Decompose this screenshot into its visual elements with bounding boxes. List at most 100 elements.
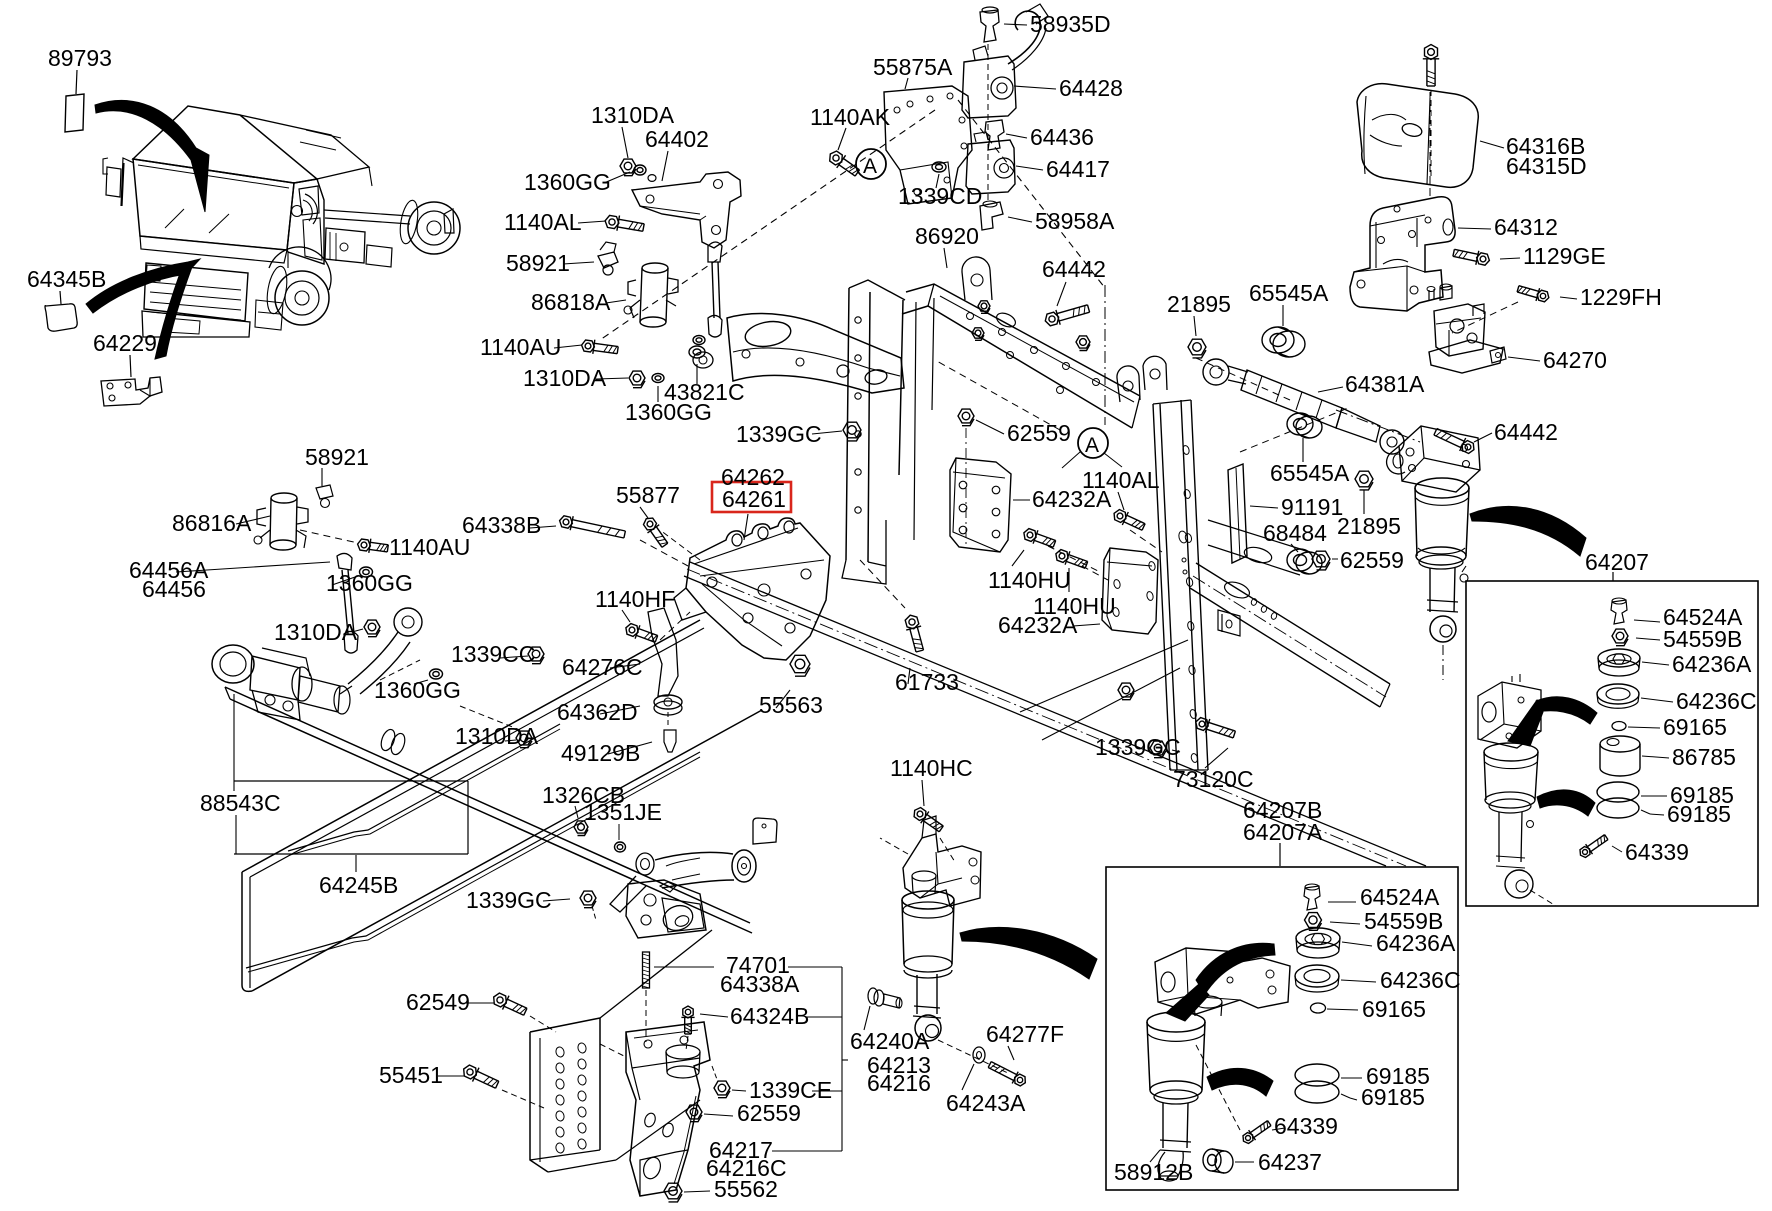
svg-text:88543C: 88543C	[200, 790, 281, 816]
svg-text:86816A: 86816A	[172, 510, 252, 536]
svg-text:86785: 86785	[1672, 744, 1736, 770]
svg-text:43821C: 43821C	[664, 379, 745, 405]
svg-text:1326CB: 1326CB	[542, 782, 625, 808]
svg-text:62559: 62559	[1007, 420, 1071, 446]
svg-text:64207A: 64207A	[1243, 819, 1323, 845]
svg-text:1360GG: 1360GG	[625, 399, 712, 425]
svg-text:64207: 64207	[1585, 549, 1649, 575]
svg-text:69185: 69185	[1366, 1063, 1430, 1089]
svg-text:1360GG: 1360GG	[326, 570, 413, 596]
svg-text:86818A: 86818A	[531, 289, 611, 315]
svg-text:65545A: 65545A	[1270, 460, 1350, 486]
svg-text:64339: 64339	[1625, 839, 1689, 865]
svg-text:69165: 69165	[1362, 996, 1426, 1022]
svg-text:89793: 89793	[48, 45, 112, 71]
svg-text:64236C: 64236C	[1380, 967, 1461, 993]
svg-text:64442: 64442	[1042, 256, 1106, 282]
svg-text:A: A	[1085, 434, 1099, 457]
svg-text:1339GC: 1339GC	[1095, 734, 1181, 760]
svg-text:1310DA: 1310DA	[591, 102, 675, 128]
svg-text:64402: 64402	[645, 126, 709, 152]
svg-text:55562: 55562	[714, 1176, 778, 1202]
svg-text:64232A: 64232A	[1032, 486, 1112, 512]
svg-text:1339CE: 1339CE	[749, 1077, 832, 1103]
svg-text:21895: 21895	[1337, 513, 1401, 539]
svg-text:64524A: 64524A	[1360, 884, 1440, 910]
svg-text:64236A: 64236A	[1672, 651, 1752, 677]
svg-text:64338A: 64338A	[720, 971, 800, 997]
svg-text:55563: 55563	[759, 692, 823, 718]
svg-text:64456A: 64456A	[129, 557, 209, 583]
svg-text:1140AU: 1140AU	[480, 334, 561, 360]
svg-text:69185: 69185	[1670, 782, 1734, 808]
svg-text:64229: 64229	[93, 330, 157, 356]
svg-text:1339CD: 1339CD	[898, 183, 982, 209]
svg-text:64245B: 64245B	[319, 872, 398, 898]
svg-text:91191: 91191	[1281, 494, 1343, 520]
svg-text:64213: 64213	[867, 1052, 931, 1078]
svg-text:21895: 21895	[1167, 291, 1231, 317]
svg-text:64237: 64237	[1258, 1149, 1322, 1175]
svg-text:64216C: 64216C	[706, 1155, 787, 1181]
svg-text:1129GE: 1129GE	[1523, 243, 1606, 269]
svg-text:69185: 69185	[1361, 1084, 1425, 1110]
svg-text:62549: 62549	[406, 989, 470, 1015]
svg-text:58958A: 58958A	[1035, 208, 1115, 234]
svg-text:58921: 58921	[506, 250, 570, 276]
svg-text:64338B: 64338B	[462, 512, 541, 538]
svg-text:54559B: 54559B	[1364, 908, 1443, 934]
svg-text:1140AL: 1140AL	[1082, 467, 1160, 493]
svg-text:1140HU: 1140HU	[988, 567, 1071, 593]
svg-text:64207B: 64207B	[1243, 797, 1322, 823]
svg-text:64436: 64436	[1030, 124, 1094, 150]
svg-text:68484: 68484	[1263, 520, 1327, 546]
svg-text:64217: 64217	[709, 1137, 773, 1163]
svg-text:64381A: 64381A	[1345, 371, 1425, 397]
svg-text:64216: 64216	[867, 1070, 931, 1096]
svg-text:64232A: 64232A	[998, 612, 1078, 638]
svg-text:64236C: 64236C	[1676, 688, 1757, 714]
svg-text:49129B: 49129B	[561, 740, 640, 766]
svg-text:61733: 61733	[895, 669, 959, 695]
svg-text:1140HC: 1140HC	[890, 755, 973, 781]
svg-text:1140AL: 1140AL	[504, 209, 582, 235]
svg-text:54559B: 54559B	[1663, 626, 1742, 652]
svg-text:1140HF: 1140HF	[595, 586, 675, 612]
svg-text:58912B: 58912B	[1114, 1159, 1193, 1185]
svg-text:1339GC: 1339GC	[736, 421, 822, 447]
svg-text:64428: 64428	[1059, 75, 1123, 101]
svg-text:55877: 55877	[616, 482, 680, 508]
svg-text:86920: 86920	[915, 223, 979, 249]
svg-text:64262: 64262	[721, 464, 785, 490]
svg-text:1351JE: 1351JE	[584, 799, 662, 825]
svg-text:A: A	[863, 155, 877, 178]
svg-text:64417: 64417	[1046, 156, 1110, 182]
svg-text:64240A: 64240A	[850, 1028, 930, 1054]
svg-text:55875A: 55875A	[873, 54, 953, 80]
svg-text:1140AU: 1140AU	[389, 534, 470, 560]
svg-text:64236A: 64236A	[1376, 930, 1456, 956]
svg-text:62559: 62559	[1340, 547, 1404, 573]
svg-text:1360GG: 1360GG	[524, 169, 611, 195]
svg-text:64312: 64312	[1494, 214, 1558, 240]
svg-text:64243A: 64243A	[946, 1090, 1026, 1116]
svg-text:64345B: 64345B	[27, 266, 106, 292]
svg-text:64324B: 64324B	[730, 1003, 809, 1029]
svg-text:64456: 64456	[142, 576, 206, 602]
svg-text:64315D: 64315D	[1506, 153, 1587, 179]
svg-text:64339: 64339	[1274, 1113, 1338, 1139]
svg-text:1310DA: 1310DA	[523, 365, 607, 391]
svg-text:55451: 55451	[379, 1062, 443, 1088]
svg-text:64524A: 64524A	[1663, 604, 1743, 630]
svg-text:69185: 69185	[1667, 801, 1731, 827]
svg-text:1140AK: 1140AK	[810, 104, 891, 130]
svg-text:1339CC: 1339CC	[451, 641, 535, 667]
svg-text:1229FH: 1229FH	[1580, 284, 1662, 310]
svg-text:74701: 74701	[726, 952, 790, 978]
svg-text:65545A: 65545A	[1249, 280, 1329, 306]
svg-text:58935D: 58935D	[1030, 11, 1111, 37]
svg-text:1140HU: 1140HU	[1033, 593, 1116, 619]
svg-text:64261: 64261	[722, 486, 786, 512]
svg-text:64276C: 64276C	[562, 654, 643, 680]
svg-text:64270: 64270	[1543, 347, 1607, 373]
